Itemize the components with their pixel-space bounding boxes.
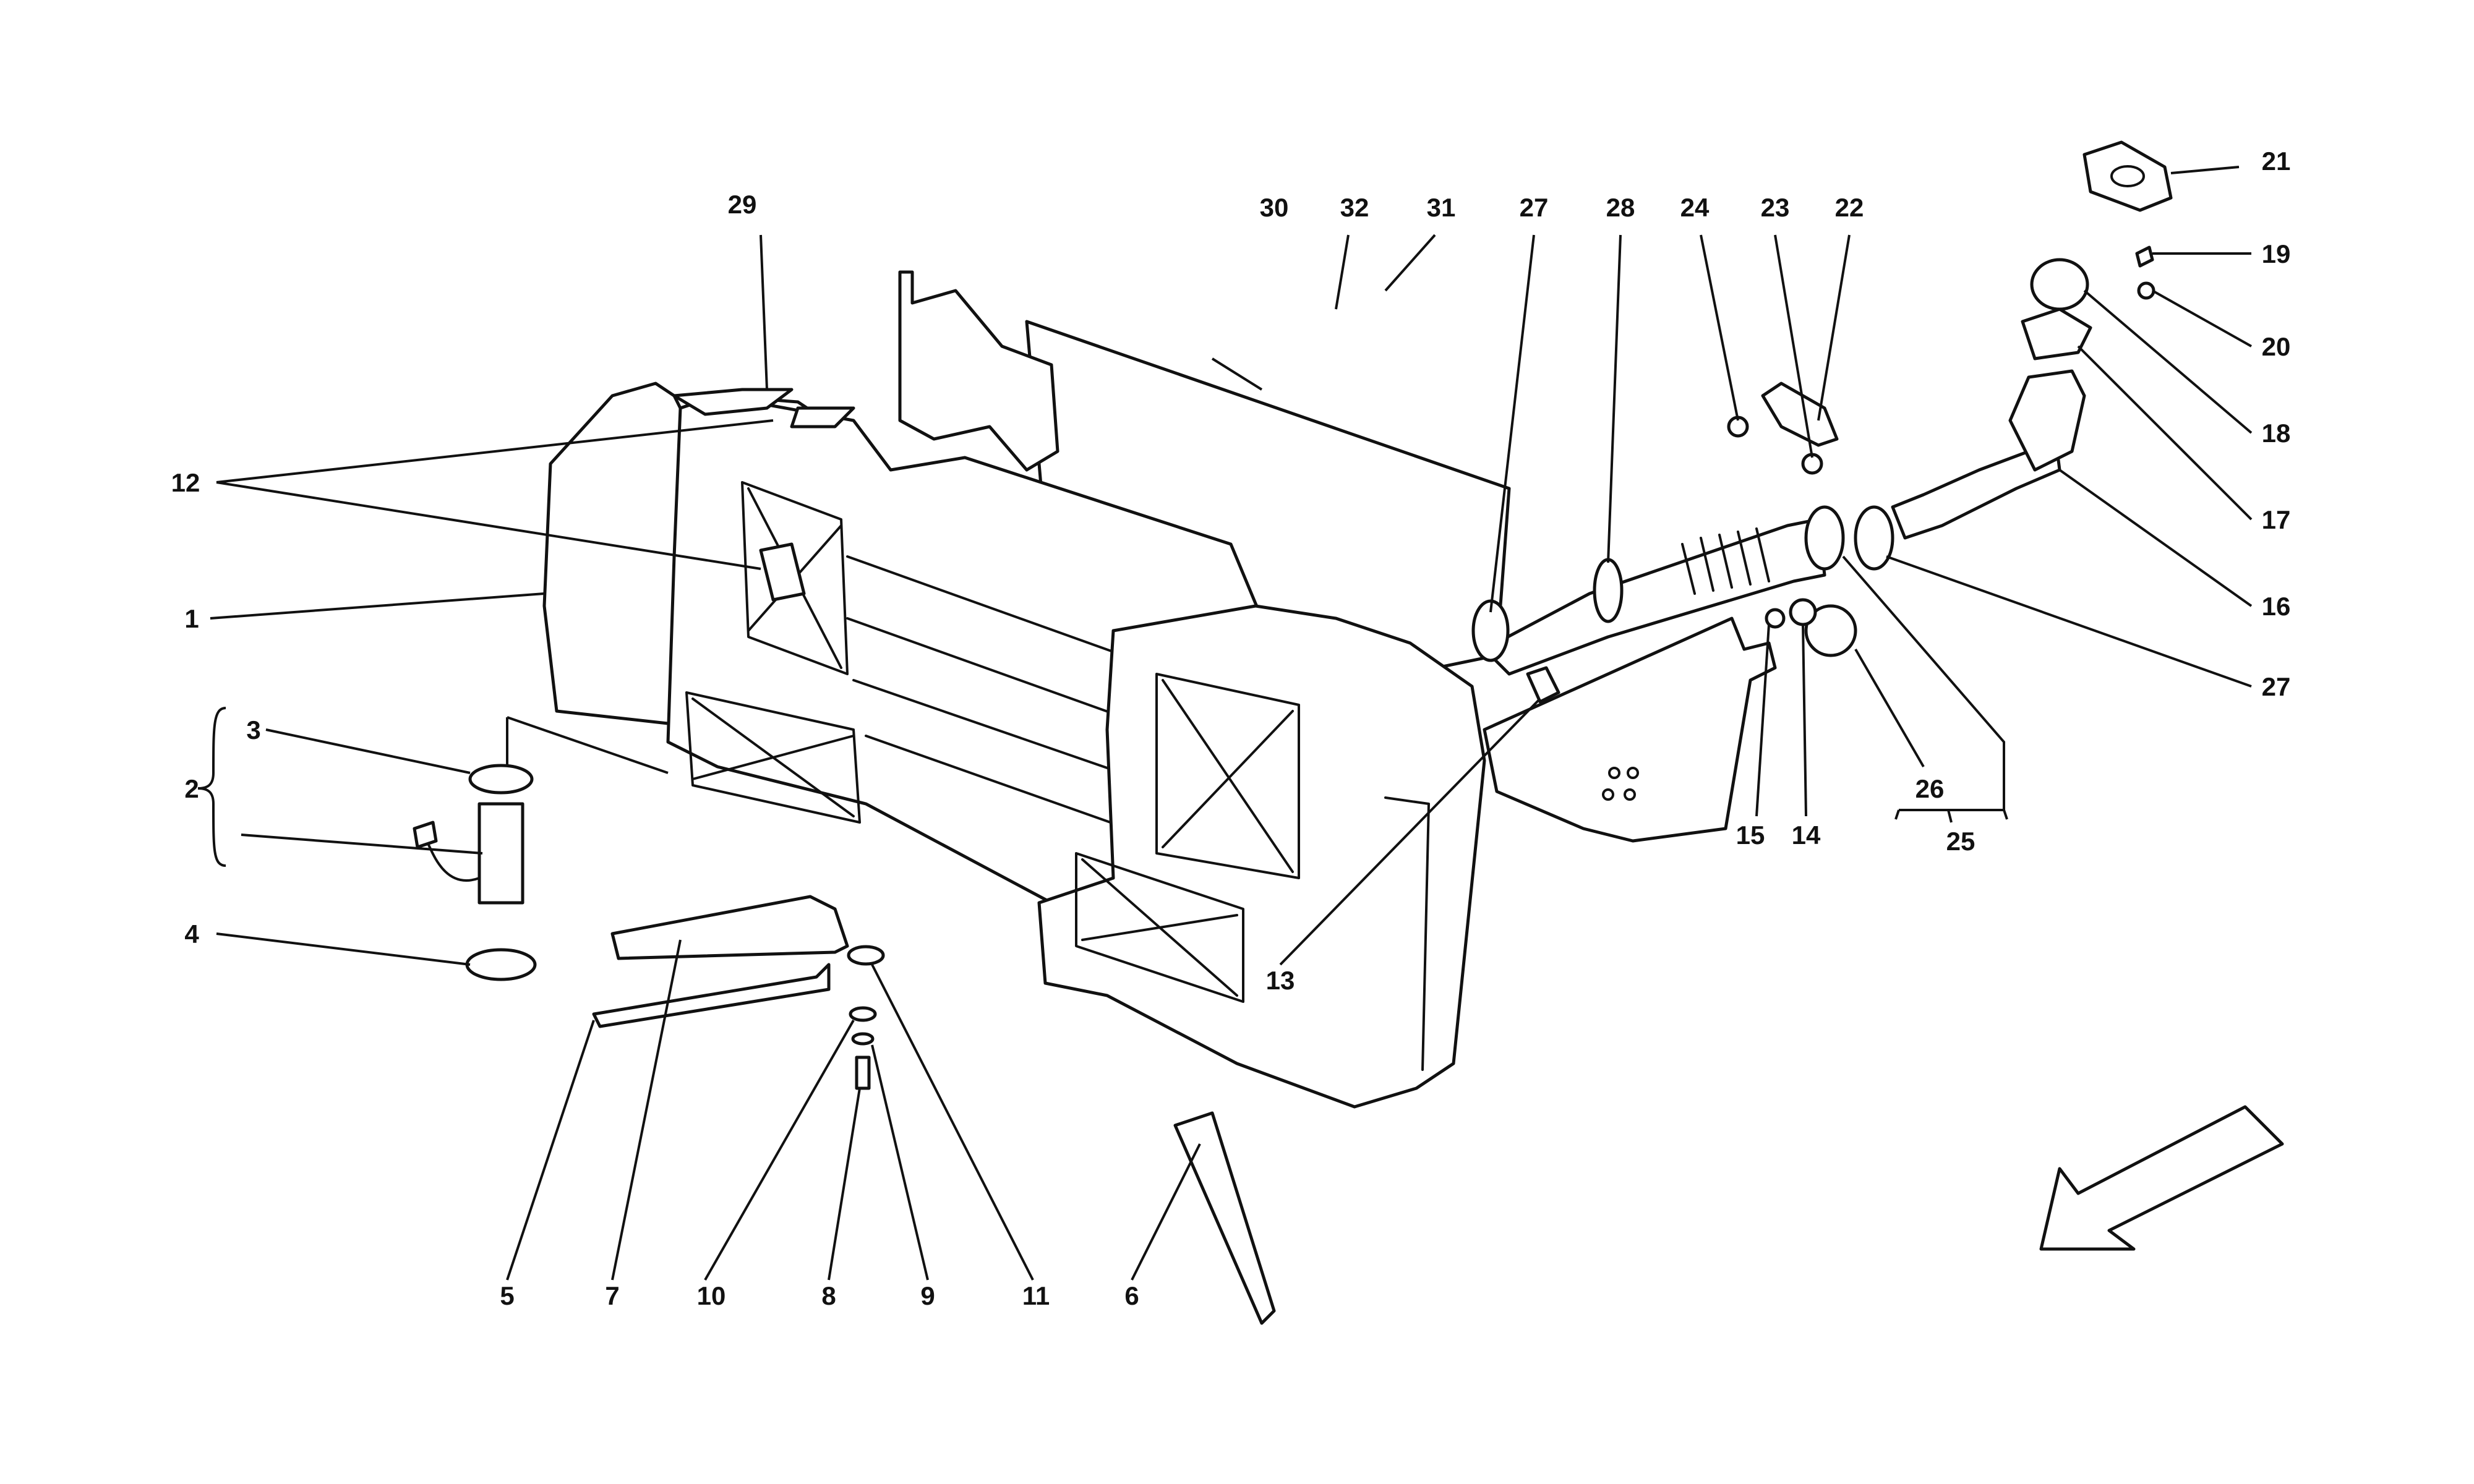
callouts: 1 2 3 4 5 6 7 8 9 10 11 12 13 14 15 16 1… — [171, 147, 2291, 1310]
washer — [851, 1032, 875, 1046]
callout-19: 19 — [2262, 239, 2291, 268]
callout-25: 25 — [1946, 827, 1975, 856]
callout-27-top: 27 — [1520, 193, 1549, 222]
callout-20: 20 — [2262, 332, 2291, 361]
tank-x-relief — [1155, 673, 1300, 879]
callout-17: 17 — [2262, 505, 2291, 534]
sleeve-ring — [1804, 505, 1845, 571]
callout-26: 26 — [1915, 774, 1945, 803]
callout-4: 4 — [184, 919, 199, 949]
callout-6: 6 — [1124, 1281, 1139, 1310]
callout-13: 13 — [1266, 966, 1295, 995]
fuel-cap — [2030, 258, 2089, 311]
callout-15: 15 — [1736, 821, 1765, 850]
callout-5: 5 — [500, 1281, 514, 1310]
callout-32: 32 — [1340, 193, 1369, 222]
tank-right-edge — [1384, 796, 1430, 1071]
callout-21: 21 — [2262, 147, 2291, 176]
filler-hose — [1483, 518, 1826, 676]
tank-label-patch — [790, 406, 855, 429]
tank-label-patch — [759, 542, 806, 602]
bolt — [855, 1055, 871, 1090]
callout-16: 16 — [2262, 592, 2291, 621]
callout-2: 2 — [184, 774, 199, 803]
screw — [2135, 245, 2154, 268]
callout-24: 24 — [1680, 193, 1710, 222]
filler-hose-assembly — [1471, 140, 2173, 704]
filler-flange — [2021, 307, 2092, 360]
strap — [592, 963, 831, 1028]
washer — [2137, 281, 2155, 300]
hose-clamp — [1854, 505, 1894, 571]
bracket-holes — [1602, 767, 1639, 801]
breather-fitting — [1526, 666, 1560, 704]
tank-top-pad — [672, 388, 794, 416]
tank-x-relief — [685, 691, 861, 824]
callout-30: 30 — [1260, 193, 1289, 222]
seal-ring — [1789, 598, 1817, 626]
callout-31: 31 — [1427, 193, 1456, 222]
right-support-bracket — [1483, 616, 1777, 843]
leader-lines — [197, 166, 2253, 1281]
callout-1: 1 — [184, 604, 199, 633]
cover-pad — [2082, 140, 2173, 212]
washer — [1765, 608, 1786, 629]
callout-7: 7 — [605, 1281, 619, 1310]
washer — [849, 1006, 877, 1022]
callout-28: 28 — [1606, 193, 1635, 222]
callout-23: 23 — [1761, 193, 1790, 222]
washer — [847, 945, 885, 966]
fuel-pump — [477, 802, 524, 905]
fuel-pump-assembly — [413, 764, 537, 981]
callout-22: 22 — [1835, 193, 1864, 222]
callout-11: 11 — [1022, 1281, 1050, 1310]
hose-clamp — [1593, 558, 1624, 623]
callout-12: 12 — [171, 468, 200, 497]
callout-8: 8 — [821, 1281, 836, 1310]
callout-10: 10 — [697, 1281, 726, 1310]
left-rear-bracket — [898, 270, 1059, 472]
fuel-tank — [542, 270, 1511, 1109]
direction-arrow-icon — [2039, 1105, 2284, 1251]
hose-clamp — [1471, 599, 1510, 662]
pump-connector — [413, 821, 438, 849]
callout-14: 14 — [1792, 821, 1821, 850]
strap-vertical — [1173, 1111, 1276, 1325]
hose-bracket — [1761, 382, 1839, 447]
seal-ring — [468, 764, 534, 795]
pump-wire — [426, 840, 481, 882]
seal-ring — [465, 948, 537, 981]
callout-18: 18 — [2262, 419, 2291, 448]
callout-9: 9 — [920, 1281, 935, 1310]
tank-x-relief — [1075, 852, 1244, 1003]
callout-27-right: 27 — [2262, 672, 2291, 701]
callout-3: 3 — [246, 715, 260, 744]
hose-corrugation — [1681, 527, 1770, 595]
callout-29: 29 — [728, 190, 757, 219]
filler-neck — [2008, 369, 2086, 472]
cover-pad-hole — [2110, 165, 2145, 187]
pad-strip — [610, 895, 849, 960]
sleeve — [1804, 604, 1857, 657]
